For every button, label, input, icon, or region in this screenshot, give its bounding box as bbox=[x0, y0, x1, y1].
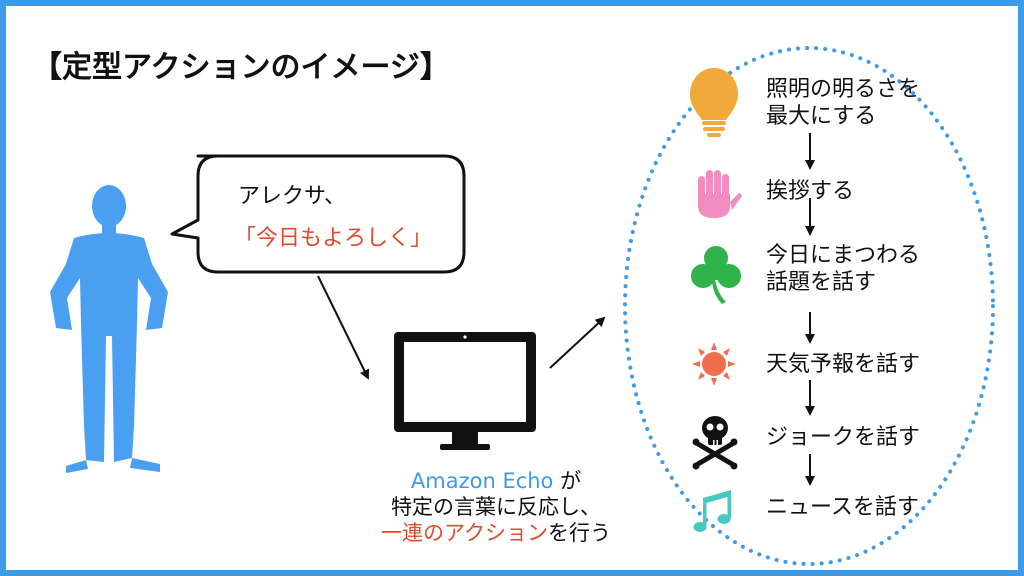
sun-icon bbox=[692, 342, 736, 386]
arrow-echo-to-actions bbox=[549, 316, 606, 369]
step-weather: 天気予報を話す bbox=[766, 351, 920, 378]
skull-crossbones-icon bbox=[692, 416, 738, 470]
echo-caption: Amazon Echo が 特定の言葉に反応し、 一連のアクションを行う bbox=[336, 468, 656, 546]
speech-line-2: 「今日もよろしく」 bbox=[234, 226, 433, 251]
step-5-line-1: ジョークを話す bbox=[766, 425, 921, 450]
caption-product: Amazon Echo bbox=[410, 469, 554, 493]
caption-line-3: 一連のアクションを行う bbox=[336, 520, 656, 546]
caption-particle: が bbox=[560, 469, 582, 493]
step-4-line-1: 天気予報を話す bbox=[766, 352, 921, 377]
step-today-topic: 今日にまつわる 話題を話す bbox=[766, 242, 920, 296]
step-3-line-2: 話題を話す bbox=[766, 270, 877, 295]
step-1-line-1: 照明の明るさを bbox=[766, 77, 921, 102]
caption-rest: を行う bbox=[547, 521, 611, 545]
step-1-line-2: 最大にする bbox=[766, 104, 877, 129]
caption-line-2: 特定の言葉に反応し、 bbox=[391, 495, 601, 519]
page-title: 【定型アクションのイメージ】 bbox=[32, 50, 450, 85]
music-note-icon bbox=[693, 490, 731, 532]
step-6-line-1: ニュースを話す bbox=[766, 495, 919, 520]
step-2-line-1: 挨拶する bbox=[766, 179, 855, 204]
speech-line-1: アレクサ、 bbox=[238, 184, 347, 209]
action-group-ellipse bbox=[623, 46, 995, 566]
caption-line-1: Amazon Echo が bbox=[336, 468, 656, 494]
clover-icon bbox=[691, 246, 741, 304]
step-greet: 挨拶する bbox=[766, 178, 854, 205]
step-joke: ジョークを話す bbox=[766, 424, 920, 451]
step-news: ニュースを話す bbox=[766, 494, 919, 521]
person-silhouette-icon bbox=[50, 185, 168, 473]
step-3-line-1: 今日にまつわる bbox=[766, 243, 921, 268]
step-brighten-lights: 照明の明るさを 最大にする bbox=[766, 76, 920, 130]
speech-bubble bbox=[170, 154, 466, 274]
arrow-bubble-to-echo bbox=[317, 275, 369, 380]
caption-highlight: 一連のアクション bbox=[381, 521, 548, 545]
diagram-graphics bbox=[50, 46, 995, 566]
hand-icon bbox=[698, 170, 742, 218]
lightbulb-icon bbox=[690, 68, 738, 137]
monitor-icon bbox=[394, 332, 536, 450]
